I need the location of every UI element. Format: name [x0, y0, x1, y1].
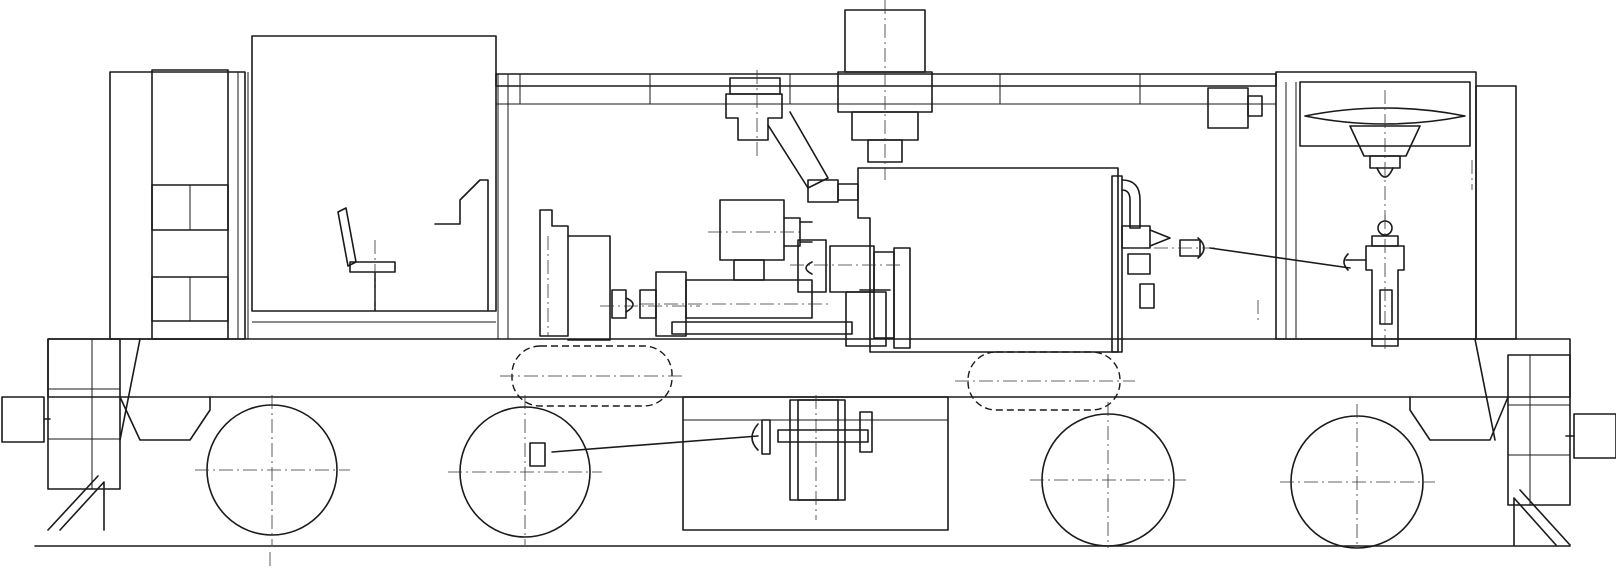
intake-duct — [725, 70, 859, 203]
exhaust-silencer — [837, 0, 933, 180]
main-generator — [708, 199, 813, 281]
air-reservoir-right — [955, 351, 1135, 411]
wheelset-1 — [195, 395, 350, 545]
rail-line — [34, 545, 1571, 566]
driver-seat — [337, 207, 396, 312]
wheelset-4 — [1280, 404, 1435, 549]
left-buffer — [1, 396, 51, 443]
engine-auxiliary — [1121, 225, 1215, 309]
radiator-compartment — [1275, 71, 1517, 340]
fan-drive-shaft — [1209, 247, 1351, 269]
cab-console-block — [251, 35, 497, 323]
diesel-engine — [857, 167, 1141, 353]
left-cab — [109, 69, 249, 340]
right-headstock — [1507, 354, 1571, 546]
transmission-shaft-lower — [551, 419, 771, 455]
control-desk — [434, 179, 489, 311]
fan-gearbox — [1343, 215, 1405, 352]
right-buffer — [1565, 413, 1616, 459]
air-reservoir-left — [500, 345, 685, 407]
left-headstock — [47, 338, 121, 531]
wheelset-3 — [1030, 402, 1186, 548]
wheelset-2 — [448, 395, 602, 545]
radiator-cooling-fan — [1304, 90, 1466, 220]
transmission-shaft-upper — [639, 271, 853, 337]
fuel-tank — [682, 395, 949, 531]
generator-coupling — [790, 239, 911, 349]
centerline-marks — [547, 160, 1473, 336]
roof-auxiliary-block — [1207, 87, 1263, 129]
underframe — [47, 338, 1571, 441]
air-compressor — [539, 209, 700, 341]
